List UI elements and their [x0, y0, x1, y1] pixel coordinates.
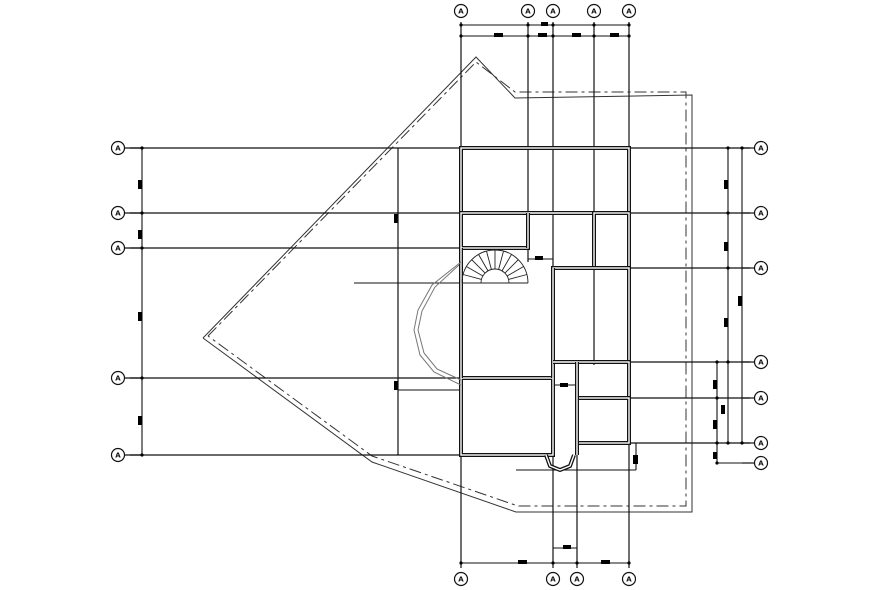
svg-text:A: A [758, 440, 764, 448]
room-wall [575, 360, 631, 400]
grid-bubble-left: A [110, 370, 126, 386]
room-wall [459, 211, 530, 250]
grid-bubble-right: A [753, 354, 769, 370]
dimension-mark [572, 33, 581, 37]
room-wall [592, 211, 631, 270]
svg-text:A: A [115, 145, 121, 153]
site-boundary [202, 56, 693, 513]
dimension-mark [721, 405, 725, 414]
dimension-mark [724, 180, 728, 189]
svg-text:A: A [458, 8, 464, 16]
grid-bubble-left: A [110, 447, 126, 463]
walls [459, 146, 631, 473]
boundary-line [202, 56, 693, 513]
spiral-stair-icon [461, 249, 529, 284]
dimension-mark [610, 33, 619, 37]
dimension-mark [713, 420, 717, 429]
room-wall [575, 396, 631, 445]
svg-text:A: A [626, 8, 632, 16]
dimension-mark [713, 452, 717, 459]
grid-bubble-top: A [545, 3, 561, 19]
svg-text:A: A [115, 210, 121, 218]
svg-text:A: A [758, 210, 764, 218]
grid-bubble-right: A [753, 205, 769, 221]
dimension-mark [518, 560, 527, 564]
dimension-mark [563, 545, 571, 549]
room-wall [459, 376, 555, 457]
dimension-mark [138, 416, 142, 425]
grid-bubble-bottom: A [545, 571, 561, 587]
room-wall [551, 266, 631, 364]
dimension-mark [138, 230, 142, 239]
svg-text:A: A [115, 375, 121, 383]
dimension-mark [738, 296, 742, 306]
svg-text:A: A [458, 576, 464, 584]
grid-bubble-bottom: A [453, 571, 469, 587]
grid-bubble-bottom: A [621, 571, 637, 587]
grid-bubble-right: A [753, 435, 769, 451]
svg-text:A: A [115, 245, 121, 253]
dimension-mark [394, 214, 398, 223]
dimension-mark [494, 33, 503, 37]
grid-lines [124, 22, 755, 568]
dimension-mark [138, 180, 142, 189]
dimension-mark [724, 318, 728, 327]
svg-text:A: A [758, 460, 764, 468]
grid-bubble-right: A [753, 455, 769, 471]
grid-bubble-top: A [453, 3, 469, 19]
grid-bubble-left: A [110, 140, 126, 156]
svg-text:A: A [550, 8, 556, 16]
grid-bubble-right: A [753, 140, 769, 156]
dimension-mark [724, 242, 728, 251]
grid-bubble-right: A [753, 390, 769, 406]
grid-bubble-left: A [110, 205, 126, 221]
svg-text:A: A [591, 8, 597, 16]
grid-bubble-left: A [110, 240, 126, 256]
svg-text:A: A [574, 576, 580, 584]
dimension-mark [541, 22, 548, 26]
svg-text:A: A [626, 576, 632, 584]
dimension-lines [138, 22, 744, 565]
dimension-mark [538, 33, 547, 37]
boundary-dashed-line [207, 61, 687, 507]
grid-bubble-top: A [586, 3, 602, 19]
svg-text:A: A [758, 265, 764, 273]
grid-bubble-top: A [520, 3, 536, 19]
dimension-mark [713, 380, 717, 389]
grid-bubble-top: A [621, 3, 637, 19]
svg-text:A: A [758, 359, 764, 367]
svg-text:A: A [758, 145, 764, 153]
dimension-mark [138, 312, 142, 321]
grid-bubbles: A A A A A A A A A A A A A A A A A A A A A [110, 3, 769, 587]
svg-text:A: A [115, 452, 121, 460]
svg-text:A: A [758, 395, 764, 403]
svg-text:A: A [525, 8, 531, 16]
svg-text:A: A [550, 576, 556, 584]
bay-window [413, 261, 462, 386]
dimension-mark [394, 381, 398, 390]
room-wall [459, 146, 631, 215]
grid-bubble-right: A [753, 260, 769, 276]
dimension-mark [601, 560, 610, 564]
grid-bubble-bottom: A [569, 571, 585, 587]
